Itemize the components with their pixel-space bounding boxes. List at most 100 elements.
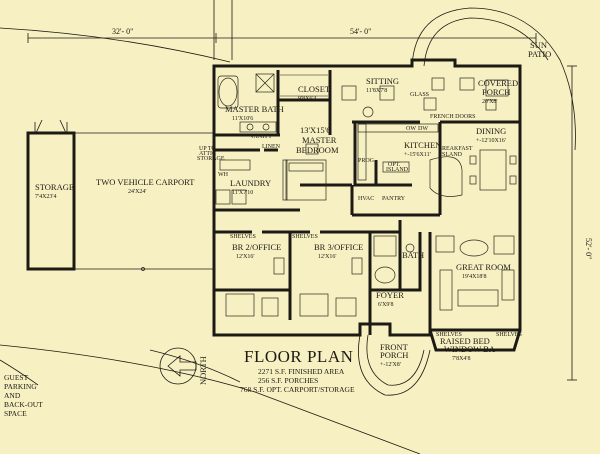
storage-building	[26, 131, 76, 271]
ow-label: OW	[406, 126, 416, 132]
carport-label: TWO VEHICLE CARPORT	[96, 177, 195, 187]
attic-label-3: STORAGE	[197, 156, 225, 162]
br3-label: BR 3/OFFICE	[314, 242, 363, 252]
pantry-label: PANTRY	[382, 196, 406, 202]
great-room-furniture	[435, 235, 515, 311]
sitting-furniture	[341, 85, 395, 118]
french-doors-label: FRENCH DOORS	[430, 114, 476, 120]
driveway-curve	[0, 344, 421, 454]
covered-porch-line1: COVERED	[478, 78, 518, 88]
opt-island-label: OPT.	[388, 162, 401, 168]
laundry-label: LAUNDRY	[230, 178, 271, 188]
front-porch-line1: FRONT	[380, 342, 409, 352]
master-bath-label: MASTER BATH	[225, 104, 284, 114]
wh-label: WH	[218, 172, 229, 178]
porches-area: 256 S.F. PORCHES	[258, 376, 318, 385]
attic-label-2: ATTIC	[199, 151, 216, 157]
interior-walls	[288, 232, 432, 335]
finished-area: 2271 S.F. FINISHED AREA	[258, 367, 345, 376]
linen-label: LINEN	[262, 144, 281, 150]
dining-table	[469, 149, 517, 191]
window-bay-size: 7'8X4'8	[452, 356, 471, 362]
guest-parking-line: PARKING	[4, 382, 37, 391]
prog-label: PROG	[358, 158, 375, 164]
br3-size: 12'X16'	[318, 254, 337, 260]
br2-size: 12'X16'	[236, 254, 255, 260]
closet-size: 9'8X6'4	[298, 96, 317, 102]
master-bedroom-line2: BEDROOM	[296, 145, 339, 155]
shelves-label-4: SHELVES	[496, 332, 522, 338]
closet-shelving	[280, 74, 328, 97]
interior-walls	[438, 120, 520, 215]
opt-island-label-2: ISLAND	[386, 167, 409, 173]
shelves-label-1: SHELVES	[230, 234, 256, 240]
window-bay-line1: RAISED BED	[440, 336, 490, 346]
laundry-size: 11'X7'10	[232, 190, 253, 196]
window-bay	[428, 329, 522, 352]
foyer-label: FOYER	[376, 290, 404, 300]
breakfast-island-label: BREAKFAST	[438, 146, 473, 152]
master-bedroom-size: 13'X15'6	[300, 125, 330, 135]
interior-walls	[352, 120, 420, 187]
carport-width-dim: 32'- 0"	[112, 27, 133, 36]
bath-label: BATH	[402, 250, 424, 260]
shelves-label-2: SHELVES	[292, 234, 318, 240]
window-bay-line2: WINDOW BA	[444, 344, 496, 354]
dining-label: DINING	[476, 126, 506, 136]
master-bedroom-line1: MASTER	[302, 135, 337, 145]
breakfast-island-label-2: ISLAND	[440, 152, 463, 158]
driveway-curve	[0, 27, 231, 63]
hall-bath-fixtures	[373, 235, 415, 284]
master-bath-size: 11'X10'6	[232, 116, 253, 122]
master-bed	[282, 143, 327, 201]
attic-label-1: UP TO	[199, 146, 216, 152]
guest-parking-line: GUEST	[4, 373, 29, 382]
kitchen-label: KITCHEN	[404, 140, 441, 150]
great-room-size: 19'4X18'8	[462, 274, 487, 280]
front-porch-line2: PORCH	[380, 350, 408, 360]
north-arrow	[159, 347, 197, 385]
covered-porch-size: 20'X8'	[482, 99, 498, 105]
carport-storage-area: 768 S.F. OPT. CARPORT/STORAGE	[240, 385, 355, 394]
shelves-label-3: SHELVES	[436, 332, 462, 338]
vanity-label: VANITY	[250, 134, 273, 140]
sun-patio-line1: SUN	[530, 40, 547, 50]
dw-label: DW	[418, 126, 428, 132]
closet-label: CLOSET	[298, 84, 331, 94]
north-label: NORTH	[198, 356, 208, 385]
great-room-label: GREAT ROOM	[456, 262, 511, 272]
front-porch-size: +-12'X8'	[380, 362, 401, 368]
hvac-label: HVAC	[358, 196, 374, 202]
house-depth-dim: 52'- 0"	[584, 238, 593, 259]
interior-walls	[214, 70, 332, 152]
covered-porch-line2: PORCH	[482, 87, 510, 97]
laundry-appliances	[215, 159, 251, 205]
bedroom-furniture	[225, 257, 363, 317]
sun-patio-outline	[411, 7, 576, 151]
landscape-curve	[0, 359, 39, 386]
house-width-dim: 54'- 0"	[350, 27, 371, 36]
sitting-label: SITTING	[366, 76, 399, 86]
north-arrow-icon	[167, 355, 197, 377]
sun-patio-outline	[423, 17, 549, 67]
bath-fixtures	[217, 73, 277, 133]
front-porch-outline	[366, 334, 425, 386]
landscape-curve	[149, 349, 241, 383]
sitting-size: 11'8X7'8	[366, 88, 387, 94]
front-porch-outline	[358, 334, 431, 396]
kitchen-size: +-15'6X11'	[404, 152, 431, 158]
interior-walls	[214, 220, 402, 234]
sun-patio-line2: PATIO	[528, 49, 551, 59]
guest-parking-line: SPACE	[4, 409, 27, 418]
exterior-walls	[212, 58, 522, 337]
br2-label: BR 2/OFFICE	[232, 242, 281, 252]
kitchen-counters	[357, 123, 463, 197]
dining-size: +-12'10X16'	[476, 138, 506, 144]
storage-size: 7'4X23'4	[35, 194, 57, 200]
porch-furniture	[423, 77, 509, 111]
guest-parking-line: AND	[4, 391, 21, 400]
glass-label: GLASS	[410, 92, 429, 98]
guest-parking-line: BACK-OUT	[4, 400, 43, 409]
